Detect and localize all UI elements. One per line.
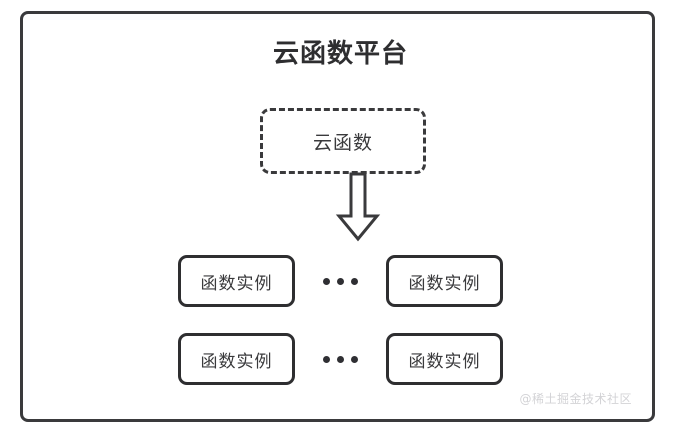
ellipsis-icon [295, 333, 386, 385]
down-arrow-icon [326, 172, 390, 242]
instance-row-2: 函数实例 函数实例 [23, 333, 658, 385]
function-instance-box: 函数实例 [178, 333, 295, 385]
page-title: 云函数平台 [272, 39, 408, 69]
function-instance-label: 函数实例 [200, 273, 273, 294]
cloud-function-node: 云函数 [260, 108, 426, 174]
function-instance-label: 函数实例 [408, 273, 481, 294]
function-instance-box: 函数实例 [386, 333, 503, 385]
ellipsis-dot [351, 277, 358, 285]
function-instance-label: 函数实例 [408, 351, 481, 372]
watermark: @稀土掘金技术社区 [519, 392, 632, 406]
instance-row-1: 函数实例 函数实例 [23, 255, 658, 307]
ellipsis-dot [351, 355, 358, 363]
cloud-function-platform-frame: 云函数平台 云函数 函数实例 函数实例 函数实例 [20, 11, 655, 422]
function-instance-box: 函数实例 [178, 255, 295, 307]
ellipsis-icon [295, 255, 386, 307]
ellipsis-dot [323, 355, 330, 363]
ellipsis-dot [337, 277, 344, 285]
ellipsis-dot [323, 277, 330, 285]
cloud-function-label: 云函数 [312, 131, 373, 154]
ellipsis-dot [337, 355, 344, 363]
function-instance-label: 函数实例 [200, 351, 273, 372]
function-instance-box: 函数实例 [386, 255, 503, 307]
